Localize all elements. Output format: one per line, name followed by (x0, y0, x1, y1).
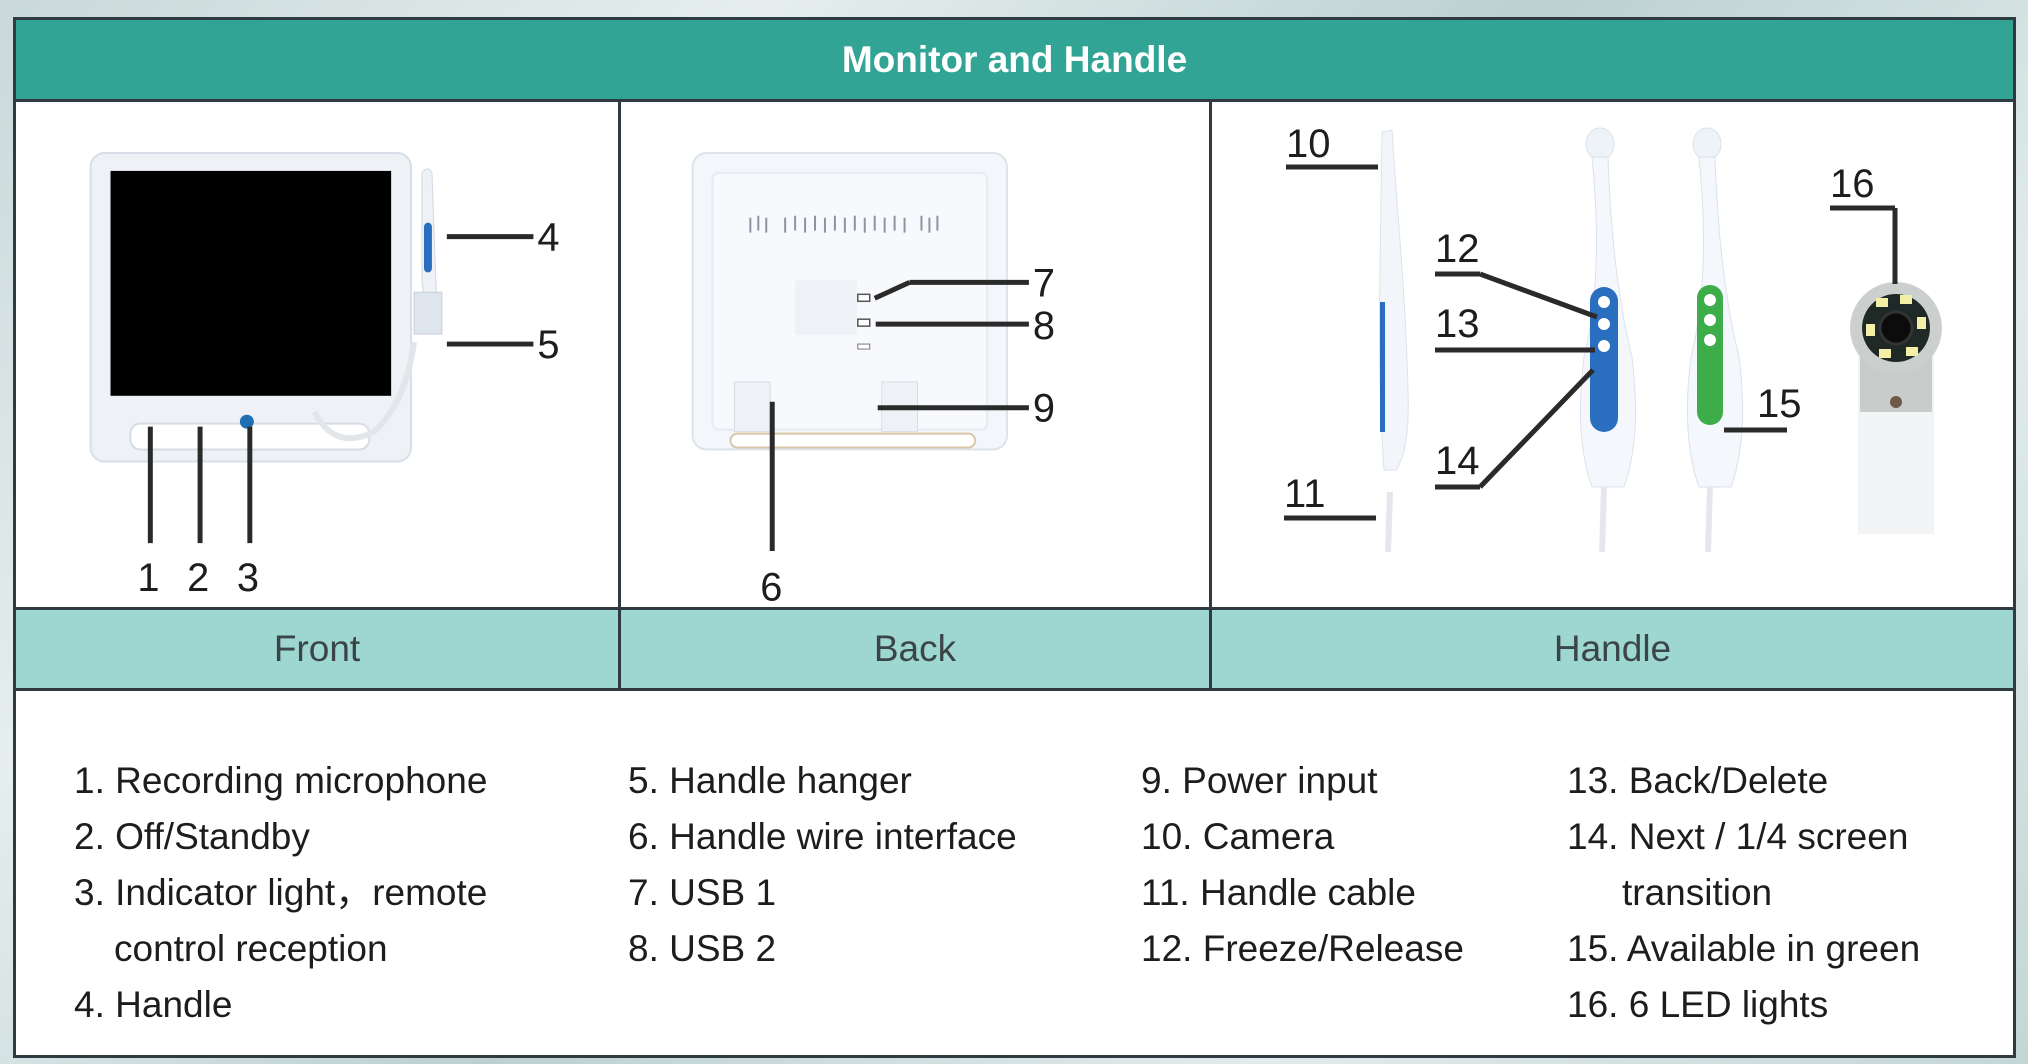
handle-panel: 10 11 12 13 14 15 16 (1212, 102, 2013, 610)
handle-illustration: 10 11 12 13 14 15 16 (1284, 122, 1942, 553)
callout-12: 12 (1435, 227, 1480, 271)
page-title: Monitor and Handle (841, 38, 1188, 80)
callout-6: 6 (760, 566, 782, 610)
callout-1: 1 (137, 556, 159, 600)
label-back: Back (621, 610, 1212, 688)
monitor-front-image (89, 152, 417, 463)
view-label-row: Front Back Handle (16, 607, 2013, 691)
callout-7: 7 (1033, 261, 1055, 305)
callout-14: 14 (1435, 439, 1480, 483)
callout-5: 5 (537, 323, 559, 367)
legend-item: 10. Camera (1141, 816, 1335, 857)
callout-13: 13 (1435, 302, 1480, 346)
legend-item: 12. Freeze/Release (1141, 928, 1464, 969)
handle-blue-image (1579, 127, 1637, 553)
callout-lines (147, 234, 534, 544)
front-illustration: 1 2 3 4 5 (89, 152, 560, 600)
legend-item: 7. USB 1 (628, 872, 777, 913)
title-bar: Monitor and Handle (16, 20, 2013, 102)
monitor-back-image (691, 152, 1009, 451)
legend-item: 6. Handle wire interface (628, 816, 1017, 857)
label-front: Front (16, 610, 621, 688)
callout-4: 4 (537, 216, 559, 260)
legend-column-2: 5. Handle hanger 6. Handle wire interfac… (628, 753, 1017, 977)
legend-column-3: 9. Power input 10. Camera 11. Handle cab… (1141, 753, 1464, 977)
front-panel: 1 2 3 4 5 (16, 102, 621, 610)
callout-9: 9 (1033, 387, 1055, 431)
callout-16: 16 (1830, 162, 1875, 206)
legend-item: 9. Power input (1141, 760, 1378, 801)
callout-15: 15 (1757, 382, 1802, 426)
back-illustration: 6 7 8 9 (691, 152, 1055, 610)
legend-item: 15. Available in green (1567, 928, 1921, 969)
legend-item: 11. Handle cable (1141, 872, 1416, 913)
callout-3: 3 (237, 556, 259, 600)
camera-head-image (1850, 282, 1942, 534)
handle-on-hanger-image (413, 168, 443, 335)
parts-legend: 1. Recording microphone 2. Off/Standby 3… (16, 691, 2013, 1055)
handle-side-image (1379, 129, 1409, 553)
callout-lines (1284, 164, 1898, 521)
legend-item: 4. Handle (74, 984, 233, 1025)
legend-item: 5. Handle hanger (628, 760, 912, 801)
callout-2: 2 (187, 556, 209, 600)
legend-item: 2. Off/Standby (74, 816, 310, 857)
back-panel: 6 7 8 9 (621, 102, 1212, 610)
legend-column-1: 1. Recording microphone 2. Off/Standby 3… (74, 753, 487, 1033)
handle-green-image (1686, 127, 1744, 553)
legend-item: 1. Recording microphone (74, 760, 488, 801)
legend-item: 16. 6 LED lights (1567, 984, 1829, 1025)
spec-sheet: Monitor and Handle (13, 17, 2016, 1058)
label-handle: Handle (1553, 628, 1672, 669)
callout-8: 8 (1033, 304, 1055, 348)
legend-item: 13. Back/Delete (1567, 760, 1829, 801)
callout-11: 11 (1284, 472, 1326, 516)
image-row: 1 2 3 4 5 (16, 102, 2013, 610)
callout-lines (769, 279, 1029, 552)
legend-item: 8. USB 2 (628, 928, 777, 969)
callout-10: 10 (1286, 122, 1331, 166)
